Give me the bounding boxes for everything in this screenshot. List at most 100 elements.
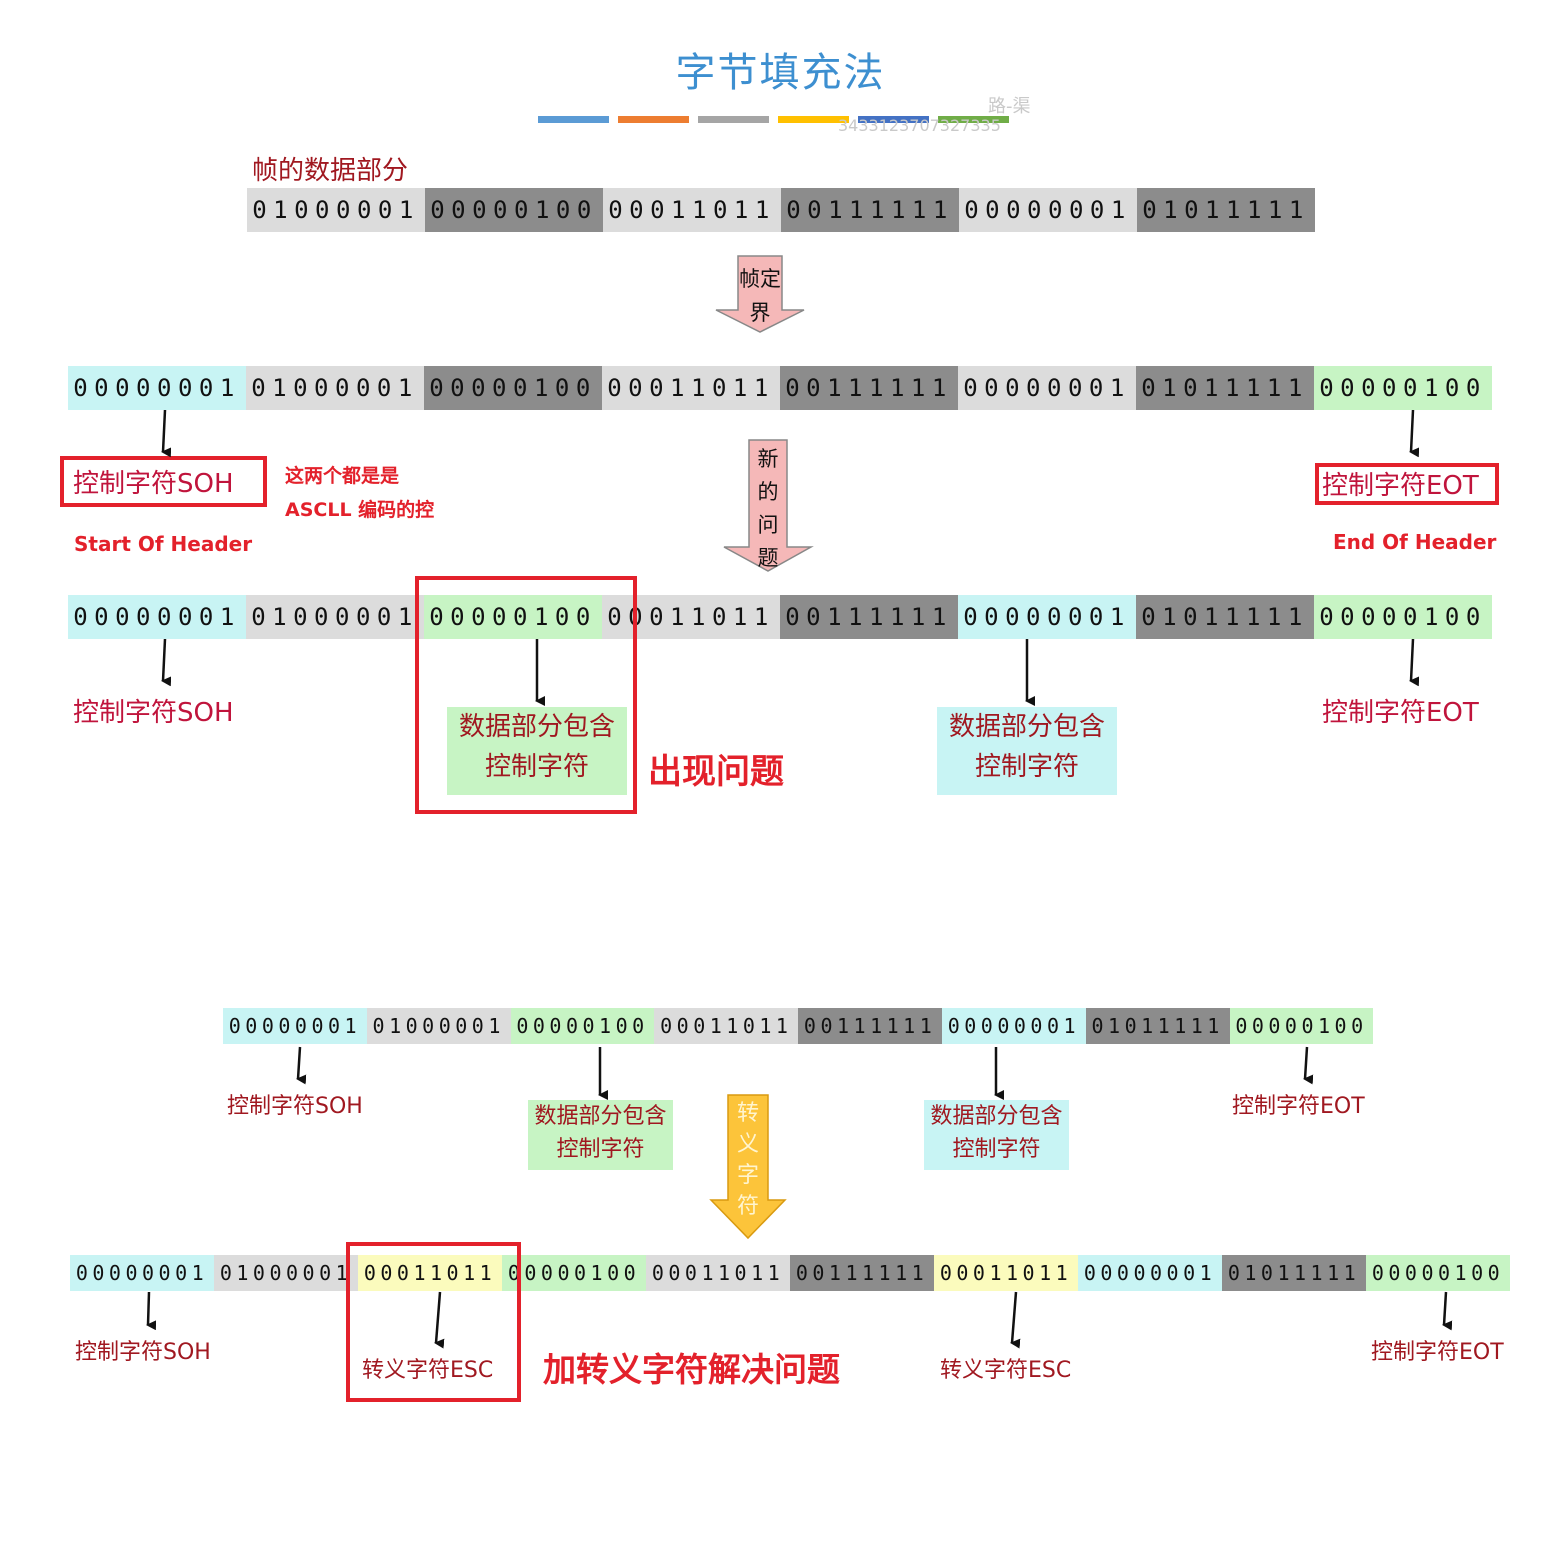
byte-cell: 01011111 — [1136, 595, 1314, 639]
byte-cell: 00000100 — [424, 366, 602, 410]
box1-line2: 控制字符 — [484, 752, 589, 782]
new-problem-label-4: 题 — [757, 546, 779, 570]
byte-cell: 00000001 — [68, 366, 246, 410]
eot-arrow-2 — [1409, 638, 1420, 687]
byte-cell: 01000001 — [366, 1008, 511, 1044]
byte-cell: 00000100 — [1366, 1255, 1510, 1291]
data-contains-control-box-4: 数据部分包含 控制字符 — [924, 1100, 1069, 1170]
eot-subtitle: End Of Header — [1333, 530, 1497, 554]
byte-cell: 00111111 — [780, 595, 958, 639]
problem-highlight-box — [415, 576, 637, 814]
byte-cell: 01000001 — [246, 595, 424, 639]
byte-cell: 00000001 — [1078, 1255, 1222, 1291]
eot-label-2: 控制字符EOT — [1322, 698, 1479, 728]
byte-cell: 00000100 — [502, 1255, 646, 1291]
box2-line1: 数据部分包含 — [948, 712, 1105, 742]
watermark-number: 3433123707327335 — [838, 116, 1001, 135]
byte-cell: 00000100 — [1229, 1008, 1374, 1044]
box3-line2: 控制字符 — [556, 1137, 645, 1162]
title-bar-segment — [618, 116, 689, 123]
frame-data-label: 帧的数据部分 — [252, 156, 409, 186]
byte-cell: 00111111 — [790, 1255, 934, 1291]
eot-label: 控制字符EOT — [1322, 471, 1479, 501]
esc-arrow-1 — [434, 1291, 445, 1349]
escape-label-4: 符 — [736, 1194, 759, 1219]
byte-cell: 00011011 — [603, 188, 781, 232]
byte-cell: 00111111 — [780, 366, 958, 410]
byte-cell: 00000001 — [223, 1008, 367, 1044]
eot-arrow-3 — [1303, 1046, 1314, 1085]
box1-line1: 数据部分包含 — [458, 712, 615, 742]
ascii-note-line2: ASCLL 编码的控 — [285, 499, 435, 521]
eot-arrow-4 — [1442, 1291, 1453, 1331]
title-bar-segment — [938, 116, 1009, 123]
eot-arrow-1 — [1409, 409, 1420, 458]
byte-cell: 01000001 — [214, 1255, 358, 1291]
soh-subtitle: Start Of Header — [74, 532, 253, 556]
soh-arrow-2 — [161, 638, 172, 687]
byte-cell: 00011011 — [358, 1255, 502, 1291]
byte-cell: 01000001 — [246, 366, 424, 410]
box3-line1: 数据部分包含 — [534, 1104, 667, 1129]
frame-delimit-label-1: 帧定 — [739, 267, 781, 291]
byte-cell: 00011011 — [654, 1008, 799, 1044]
byte-cell: 00000100 — [1314, 366, 1492, 410]
esc-arrow-2 — [1010, 1291, 1021, 1349]
new-problem-arrow-label: 新 的 问 题 — [749, 443, 787, 575]
eot-highlight-box — [1315, 463, 1499, 505]
box4-line1: 数据部分包含 — [930, 1104, 1063, 1129]
byte-cell: 00000001 — [958, 595, 1136, 639]
byte-cell: 00011011 — [934, 1255, 1078, 1291]
byte-cell: 00000001 — [941, 1008, 1086, 1044]
data-contains-control-box-1: 数据部分包含 控制字符 — [447, 707, 627, 795]
esc-highlight-box — [346, 1242, 521, 1402]
data-contains-control-box-2: 数据部分包含 控制字符 — [937, 707, 1117, 795]
title-bar-segment — [538, 116, 609, 123]
data-contains-control-box-3: 数据部分包含 控制字符 — [528, 1100, 673, 1170]
title-bar-segment — [778, 116, 849, 123]
byte-cell: 00111111 — [781, 188, 959, 232]
soh-label-3: 控制字符SOH — [227, 1094, 363, 1119]
escape-label-1: 转 — [736, 1101, 759, 1126]
new-problem-arrow — [723, 439, 814, 572]
byte-cell: 01011111 — [1137, 188, 1315, 232]
byte-cell: 00000100 — [424, 595, 602, 639]
title-bar-segment — [698, 116, 769, 123]
problem-label: 出现问题 — [648, 752, 784, 792]
solution-label: 加转义字符解决问题 — [543, 1350, 840, 1389]
soh-label-2: 控制字符SOH — [73, 698, 234, 728]
byte-cell: 01000001 — [247, 188, 425, 232]
esc-label-2: 转义字符ESC — [940, 1358, 1072, 1383]
box4-line2: 控制字符 — [952, 1137, 1041, 1162]
box2-line2: 控制字符 — [974, 752, 1079, 782]
frame-delimit-label-2: 界 — [749, 301, 771, 325]
soh-arrow-1 — [161, 409, 172, 458]
title-bar-segment — [858, 116, 929, 123]
byte-cell: 00000001 — [70, 1255, 214, 1291]
soh-arrow-3 — [296, 1046, 307, 1085]
escape-arrow-label: 转 义 字 符 — [728, 1098, 768, 1222]
escape-char-arrow — [709, 1094, 787, 1240]
esc-label-1: 转义字符ESC — [362, 1358, 494, 1383]
byte-cell: 00111111 — [798, 1008, 942, 1044]
escape-label-2: 义 — [736, 1132, 759, 1157]
byte-cell: 00011011 — [602, 366, 780, 410]
frame-delimit-arrow — [715, 255, 805, 333]
byte-cell: 00011011 — [646, 1255, 790, 1291]
byte-cell: 01011111 — [1136, 366, 1314, 410]
byte-cell: 01011111 — [1085, 1008, 1230, 1044]
byte-cell: 00000100 — [1314, 595, 1492, 639]
new-problem-label-3: 问 — [757, 513, 779, 537]
byte-cell: 00000001 — [958, 366, 1136, 410]
soh-arrow-4 — [146, 1291, 157, 1331]
byte-cell: 00000001 — [68, 595, 246, 639]
new-problem-label-2: 的 — [757, 480, 779, 504]
ascii-note-line1: 这两个都是是 — [285, 465, 400, 487]
new-problem-label-1: 新 — [757, 447, 779, 471]
eot-label-4: 控制字符EOT — [1371, 1340, 1504, 1365]
soh-label: 控制字符SOH — [73, 469, 234, 499]
byte-cell: 01011111 — [1222, 1255, 1366, 1291]
